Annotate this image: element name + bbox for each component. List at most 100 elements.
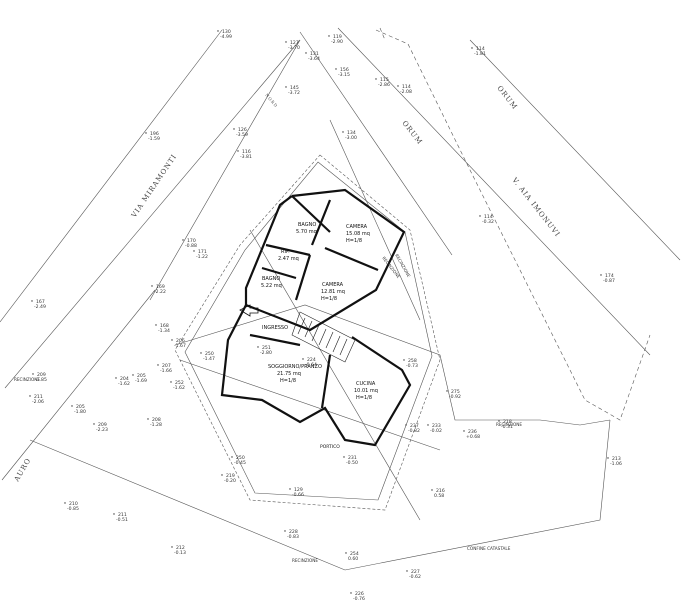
road-line-7 (299, 31, 453, 256)
room-camera2-name: CAMERA (322, 282, 344, 288)
survey-point-elevation: -0.50 (346, 460, 358, 466)
survey-point-elevation: -1.66 (160, 368, 172, 374)
cut-line-2 (179, 359, 441, 451)
survey-point-elevation: -0.32 (482, 219, 494, 225)
survey-point-marker (231, 456, 233, 458)
survey-point-marker (427, 424, 429, 426)
survey-point: 236+0.68 (463, 429, 480, 440)
survey-point-id: 169 (156, 284, 165, 290)
survey-point: 174-0.87 (600, 273, 615, 284)
label-recinzione-2: RECINZIONE (496, 422, 522, 427)
lower-boundary (174, 304, 611, 426)
survey-point-elevation: 0.58 (434, 493, 444, 499)
survey-point-id: 231 (348, 455, 357, 461)
survey-point-marker (217, 30, 219, 32)
survey-point-id: 196 (150, 131, 159, 137)
survey-point: 250-0.45 (231, 455, 246, 466)
upper-wing-wall (244, 188, 406, 332)
room-soggiorno-name: SOGGIORNO/PRANZO (268, 364, 322, 370)
survey-point-marker (498, 420, 500, 422)
survey-point-elevation: -1.47 (203, 356, 215, 362)
cut-line-3 (329, 119, 421, 321)
survey-point: 119-2.90 (328, 34, 343, 45)
survey-point-id: 228 (289, 529, 298, 535)
room-bagno1-name: BAGNO (298, 222, 316, 228)
survey-point-id: 216 (436, 488, 445, 494)
road-line-1 (0, 29, 223, 323)
partition-3 (265, 243, 311, 257)
survey-point: 114-1.81 (471, 46, 486, 57)
room-bagno2-name: BAGNO (262, 276, 280, 282)
survey-point-elevation: -0.13 (174, 550, 186, 556)
fence-line-bottom-2 (29, 439, 346, 571)
survey-point-marker (132, 374, 134, 376)
survey-point: 224-0.64 (302, 357, 317, 368)
survey-point: 208-1.28 (147, 417, 162, 428)
partition-5 (324, 246, 379, 272)
survey-point-marker (471, 47, 473, 49)
survey-point-id: 254 (350, 551, 359, 557)
survey-point: 251-2.80 (257, 345, 272, 356)
room-bagno2-area: 5.22 mq (261, 283, 282, 289)
survey-point-id: 168 (160, 323, 169, 329)
survey-point-elevation: -3.70 (288, 45, 300, 51)
survey-point: 211-2.06 (29, 394, 44, 405)
survey-point-marker (31, 300, 33, 302)
survey-point-elevation: -2.06 (32, 399, 44, 405)
survey-point-marker (446, 390, 448, 392)
street-orum-right: ORUM (495, 84, 519, 111)
survey-point-id: 207 (162, 363, 171, 369)
survey-point: 212-0.13 (171, 545, 186, 556)
survey-point-id: 209 (37, 372, 46, 378)
survey-point-id: 116 (242, 149, 251, 155)
survey-point: 206-1.67 (171, 338, 186, 349)
survey-point-id: 233 (432, 423, 441, 429)
survey-point-id: 205 (76, 404, 85, 410)
survey-point-elevation: -0.87 (603, 278, 615, 284)
survey-point-id: 208 (152, 417, 161, 423)
room-camera2-area: 12.81 mq (321, 289, 345, 295)
survey-point-marker (397, 85, 399, 87)
survey-point-elevation: -1.34 (158, 328, 170, 334)
partition-7 (320, 354, 332, 409)
survey-point-elevation: -0.73 (406, 363, 418, 369)
survey-point-marker (328, 35, 330, 37)
survey-point: 209-1.85 (32, 372, 47, 383)
survey-point-elevation: -3.59 (236, 132, 248, 138)
survey-point: 211-0.51 (113, 512, 128, 523)
survey-point-marker (237, 150, 239, 152)
street-via-miramonti: VIA MIRAMONTI (129, 153, 178, 220)
label-recinzione-1: RECINZIONE (14, 377, 40, 382)
street-nord: NORD (264, 92, 279, 108)
survey-point-elevation: +0.68 (466, 434, 480, 440)
survey-point-id: 213 (612, 456, 621, 462)
partition-1 (291, 195, 331, 233)
survey-point-id: 167 (36, 299, 45, 305)
partition-6 (261, 266, 297, 280)
survey-point-marker (113, 513, 115, 515)
survey-point-id: 156 (340, 67, 349, 73)
survey-point-elevation: 0.60 (348, 556, 358, 562)
room-cucina-height: H=1/8 (356, 395, 372, 401)
survey-point: 205-1.69 (132, 373, 147, 384)
room-rip-name: RIP. (281, 249, 290, 255)
survey-point-marker (182, 239, 184, 241)
property-boundary-2 (379, 27, 386, 41)
survey-point-id: 174 (605, 273, 614, 279)
survey-point: 218-0.31 (498, 419, 513, 430)
survey-point: 207-1.66 (157, 363, 172, 374)
survey-point: 258-0.73 (403, 358, 418, 369)
survey-point-marker (221, 474, 223, 476)
survey-point-id: 275 (451, 389, 460, 395)
survey-point-id: 170 (187, 238, 196, 244)
survey-point-marker (155, 324, 157, 326)
street-rivomi-via: V. AIA IMONUVI (510, 176, 562, 239)
survey-point: 145-3.72 (285, 85, 300, 96)
fence-line-bottom (344, 419, 611, 571)
room-bagno1-area: 5.70 mq (296, 229, 317, 235)
survey-point-elevation: -0.64 (305, 362, 317, 368)
survey-point: 167-2.49 (31, 299, 46, 310)
survey-point: 168-1.34 (155, 323, 170, 334)
survey-point: 275-0.92 (446, 389, 461, 400)
